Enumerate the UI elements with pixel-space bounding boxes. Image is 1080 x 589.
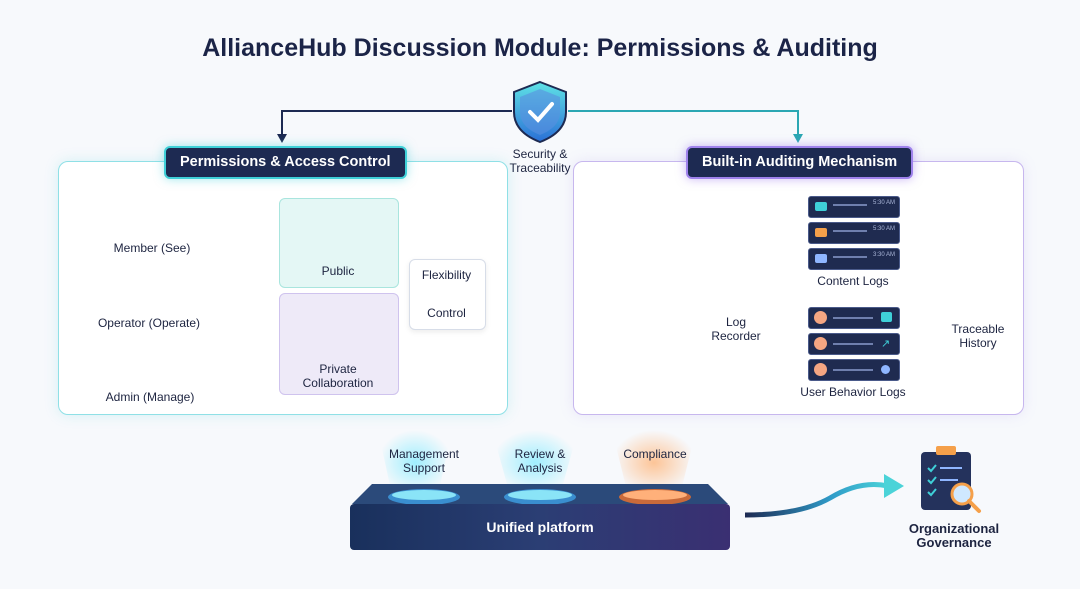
flexibility-card <box>409 259 486 330</box>
arrow-up-right-icon: ↗ <box>881 338 891 350</box>
role-admin-label: Admin (Manage) <box>105 390 195 404</box>
unified-platform-label: Unified platform <box>486 519 594 535</box>
chat-icon <box>815 254 827 263</box>
auditing-panel <box>573 161 1024 415</box>
message-icon <box>815 202 827 211</box>
private-label: Private Collaboration <box>302 362 374 390</box>
unified-platform: Unified platform <box>350 504 730 550</box>
content-log-item: 3:30 AM <box>808 248 900 270</box>
log-line <box>833 256 867 258</box>
log-line <box>833 369 873 371</box>
spotlight-compliance <box>612 430 696 495</box>
public-box <box>279 198 399 288</box>
user-avatar-icon <box>814 337 827 350</box>
center-label: Security & Traceability <box>509 147 571 175</box>
management-support-label: Management Support <box>388 447 460 475</box>
user-avatar-icon <box>814 363 827 376</box>
content-log-item: 5:30 AM <box>808 196 900 218</box>
check-icon <box>881 312 892 322</box>
page-title: AllianceHub Discussion Module: Permissio… <box>202 34 878 62</box>
log-time: 3:30 AM <box>873 252 896 258</box>
auditing-header: Built-in Auditing Mechanism <box>686 146 914 179</box>
log-line <box>833 230 867 232</box>
log-time: 5:30 AM <box>873 226 896 232</box>
user-log-item <box>808 307 900 329</box>
governance-label: Organizational Governance <box>908 521 1000 550</box>
magnifier-icon <box>950 482 981 513</box>
role-operator-label: Operator (Operate) <box>97 316 201 330</box>
content-log-item: 5:30 AM <box>808 222 900 244</box>
log-time: 5:30 AM <box>873 200 896 206</box>
flexibility-label: Flexibility <box>421 268 472 282</box>
mail-icon <box>815 228 827 237</box>
spotlight-management <box>378 430 452 495</box>
control-label: Control <box>427 306 466 320</box>
spotlight-review <box>492 430 578 495</box>
log-line <box>833 204 867 206</box>
role-member-label: Member (See) <box>113 241 191 255</box>
permissions-header: Permissions & Access Control <box>164 146 407 179</box>
user-log-item: ↗ <box>808 333 900 355</box>
user-log-item <box>808 359 900 381</box>
private-box <box>279 293 399 395</box>
user-avatar-icon <box>814 311 827 324</box>
dot-icon <box>881 365 890 374</box>
log-line <box>833 317 873 319</box>
public-label: Public <box>321 264 355 278</box>
shield-check-icon <box>513 80 567 144</box>
compliance-label: Compliance <box>623 447 687 461</box>
traceable-history-label: Traceable History <box>951 322 1005 350</box>
content-logs-label: Content Logs <box>817 274 889 288</box>
log-line <box>833 343 873 345</box>
log-recorder-label: Log Recorder <box>711 315 761 343</box>
user-logs-label: User Behavior Logs <box>800 385 906 399</box>
review-analysis-label: Review & Analysis <box>514 447 566 475</box>
